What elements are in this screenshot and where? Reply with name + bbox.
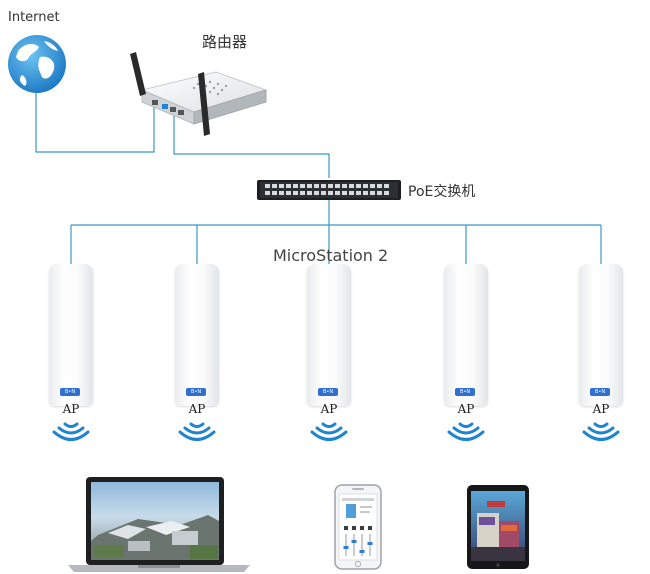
wifi-signal-icon [447, 422, 485, 441]
ap-brand-badge: B•N [186, 388, 206, 396]
ap-label: AP [320, 402, 338, 416]
access-point-icon: B•N [175, 264, 219, 406]
ap-label: AP [62, 402, 80, 416]
access-point-icon: B•N [444, 264, 488, 406]
poe-switch-icon [257, 180, 401, 200]
wifi-signal-icon [310, 422, 348, 441]
router-icon [130, 52, 268, 136]
ap-brand-badge: B•N [455, 388, 475, 396]
laptop-icon [68, 477, 250, 572]
link-router-switch [173, 108, 330, 178]
ap-label: AP [188, 402, 206, 416]
poe-switch-label: PoE交换机 [408, 184, 476, 200]
router-label: 路由器 [202, 33, 248, 51]
access-point-icon: B•N [307, 264, 351, 406]
ap-label: AP [457, 402, 475, 416]
access-point-icon: B•N [579, 264, 623, 406]
link-internet-router [35, 92, 155, 153]
ap-brand-badge: B•N [60, 388, 80, 396]
network-label: MicroStation 2 [273, 246, 389, 265]
access-point-icon: B•N [49, 264, 93, 406]
globe-icon [8, 35, 66, 93]
internet-label: Internet [8, 10, 60, 25]
wifi-signal-icon [52, 422, 90, 441]
ap-label: AP [592, 402, 610, 416]
wifi-signal-icon [582, 422, 620, 441]
ap-brand-badge: B•N [318, 388, 338, 396]
tablet-icon [467, 485, 529, 569]
ap-brand-badge: B•N [590, 388, 610, 396]
smartphone-icon [334, 484, 382, 570]
wifi-signal-icon [178, 422, 216, 441]
